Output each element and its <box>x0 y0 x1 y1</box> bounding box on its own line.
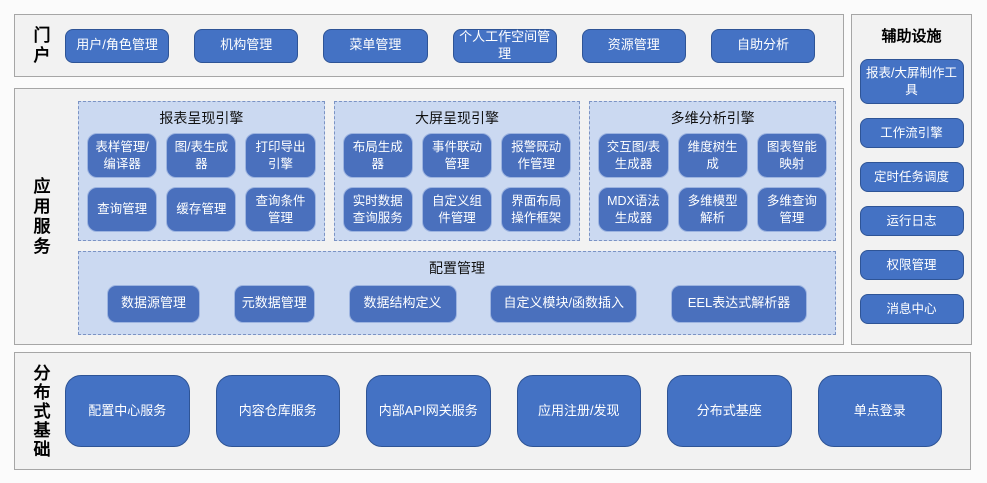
dashboard-engine-grid: 布局生成器 事件联动管理 报警既动作管理 实时数据查询服务 自定义组件管理 界面… <box>342 133 572 232</box>
box-cache-management: 缓存管理 <box>166 187 237 232</box>
box-realtime-data-query-service: 实时数据查询服务 <box>342 187 413 232</box>
box-report-template-manager-compiler: 表样管理/编译器 <box>87 133 158 178</box>
box-multidim-model-parsing: 多维模型解析 <box>677 187 748 232</box>
distributed-foundation-label: 分布式基础 <box>30 363 50 459</box>
portal-section: 门户 用户/角色管理 机构管理 菜单管理 个人工作空间管理 资源管理 自助分析 <box>14 14 844 77</box>
auxiliary-facilities-title: 辅助设施 <box>881 28 942 45</box>
box-metadata-management: 元数据管理 <box>233 284 315 323</box>
box-user-role-management: 用户/角色管理 <box>65 28 170 63</box>
box-organization-management: 机构管理 <box>194 28 299 63</box>
box-ui-layout-operation-framework: 界面布局操作框架 <box>501 187 572 232</box>
box-single-sign-on: 单点登录 <box>817 375 942 447</box>
box-query-management: 查询管理 <box>87 187 158 232</box>
box-permission-management: 权限管理 <box>859 250 964 280</box>
configuration-management-title: 配置管理 <box>429 260 485 276</box>
box-mdx-syntax-generator: MDX语法生成器 <box>598 187 669 232</box>
box-eel-expression-parser: EEL表达式解析器 <box>671 284 807 323</box>
box-distributed-base: 分布式基座 <box>667 375 792 447</box>
box-content-repository-service: 内容仓库服务 <box>215 375 340 447</box>
portal-section-label: 门户 <box>30 25 50 66</box>
box-scheduled-task-dispatch: 定时任务调度 <box>859 162 964 192</box>
distributed-foundation-section: 分布式基础 配置中心服务 内容仓库服务 内部API网关服务 应用注册/发现 分布… <box>14 352 971 470</box>
olap-engine-grid: 交互图/表生成器 维度树生成 图表智能映射 MDX语法生成器 多维模型解析 多维… <box>598 133 828 232</box>
box-alarm-action-management: 报警既动作管理 <box>501 133 572 178</box>
multidimensional-analysis-engine-title: 多维分析引擎 <box>670 110 755 126</box>
box-workflow-engine: 工作流引擎 <box>859 118 964 148</box>
application-services-section: 应用服务 报表呈现引擎 表样管理/编译器 图/表生成器 打印导出引擎 查询管理 … <box>14 88 844 345</box>
box-resource-management: 资源管理 <box>581 28 686 63</box>
box-internal-api-gateway-service: 内部API网关服务 <box>366 375 491 447</box>
box-custom-component-management: 自定义组件管理 <box>421 187 493 232</box>
box-chart-table-generator: 图/表生成器 <box>166 133 237 178</box>
dashboard-presentation-engine-title: 大屏呈现引擎 <box>415 110 499 126</box>
box-dimension-tree-generation: 维度树生成 <box>677 133 748 178</box>
box-data-structure-definition: 数据结构定义 <box>348 284 457 323</box>
report-presentation-engine-title: 报表呈现引擎 <box>159 110 244 126</box>
box-run-log: 运行日志 <box>859 206 964 236</box>
box-self-service-analysis: 自助分析 <box>710 28 816 63</box>
report-engine-grid: 表样管理/编译器 图/表生成器 打印导出引擎 查询管理 缓存管理 查询条件管理 <box>87 133 316 232</box>
box-message-center: 消息中心 <box>859 294 964 324</box>
engine-panels: 报表呈现引擎 表样管理/编译器 图/表生成器 打印导出引擎 查询管理 缓存管理 … <box>78 101 837 241</box>
report-presentation-engine-group: 报表呈现引擎 表样管理/编译器 图/表生成器 打印导出引擎 查询管理 缓存管理 … <box>78 101 325 241</box>
application-services-content: 报表呈现引擎 表样管理/编译器 图/表生成器 打印导出引擎 查询管理 缓存管理 … <box>65 89 843 344</box>
box-interactive-chart-table-generator: 交互图/表生成器 <box>598 133 669 178</box>
configuration-management-group: 配置管理 数据源管理 元数据管理 数据结构定义 自定义模块/函数插入 EEL表达… <box>78 251 836 335</box>
box-event-linkage-management: 事件联动管理 <box>421 133 493 178</box>
box-personal-workspace-management: 个人工作空间管理 <box>452 28 557 63</box>
box-datasource-management: 数据源管理 <box>107 284 200 323</box>
box-print-export-engine: 打印导出引擎 <box>245 133 316 178</box>
configuration-button-row: 数据源管理 元数据管理 数据结构定义 自定义模块/函数插入 EEL表达式解析器 <box>107 283 807 324</box>
box-report-dashboard-authoring-tool: 报表/大屏制作工具 <box>859 59 964 104</box>
application-services-label: 应用服务 <box>30 176 50 257</box>
foundation-button-row: 配置中心服务 内容仓库服务 内部API网关服务 应用注册/发现 分布式基座 单点… <box>65 375 970 447</box>
box-query-condition-management: 查询条件管理 <box>245 187 316 232</box>
auxiliary-facilities-section: 辅助设施 报表/大屏制作工具 工作流引擎 定时任务调度 运行日志 权限管理 消息… <box>851 14 972 345</box>
portal-button-row: 用户/角色管理 机构管理 菜单管理 个人工作空间管理 资源管理 自助分析 <box>65 28 843 63</box>
dashboard-presentation-engine-group: 大屏呈现引擎 布局生成器 事件联动管理 报警既动作管理 实时数据查询服务 自定义… <box>333 101 581 241</box>
box-chart-smart-mapping: 图表智能映射 <box>756 133 828 178</box>
box-multidim-query-management: 多维查询管理 <box>756 187 828 232</box>
box-app-registration-discovery: 应用注册/发现 <box>516 375 641 447</box>
multidimensional-analysis-engine-group: 多维分析引擎 交互图/表生成器 维度树生成 图表智能映射 MDX语法生成器 多维… <box>589 101 837 241</box>
box-layout-generator: 布局生成器 <box>342 133 413 178</box>
box-config-center-service: 配置中心服务 <box>65 375 190 447</box>
box-custom-module-function-insert: 自定义模块/函数插入 <box>490 284 638 323</box>
box-menu-management: 菜单管理 <box>323 28 428 63</box>
